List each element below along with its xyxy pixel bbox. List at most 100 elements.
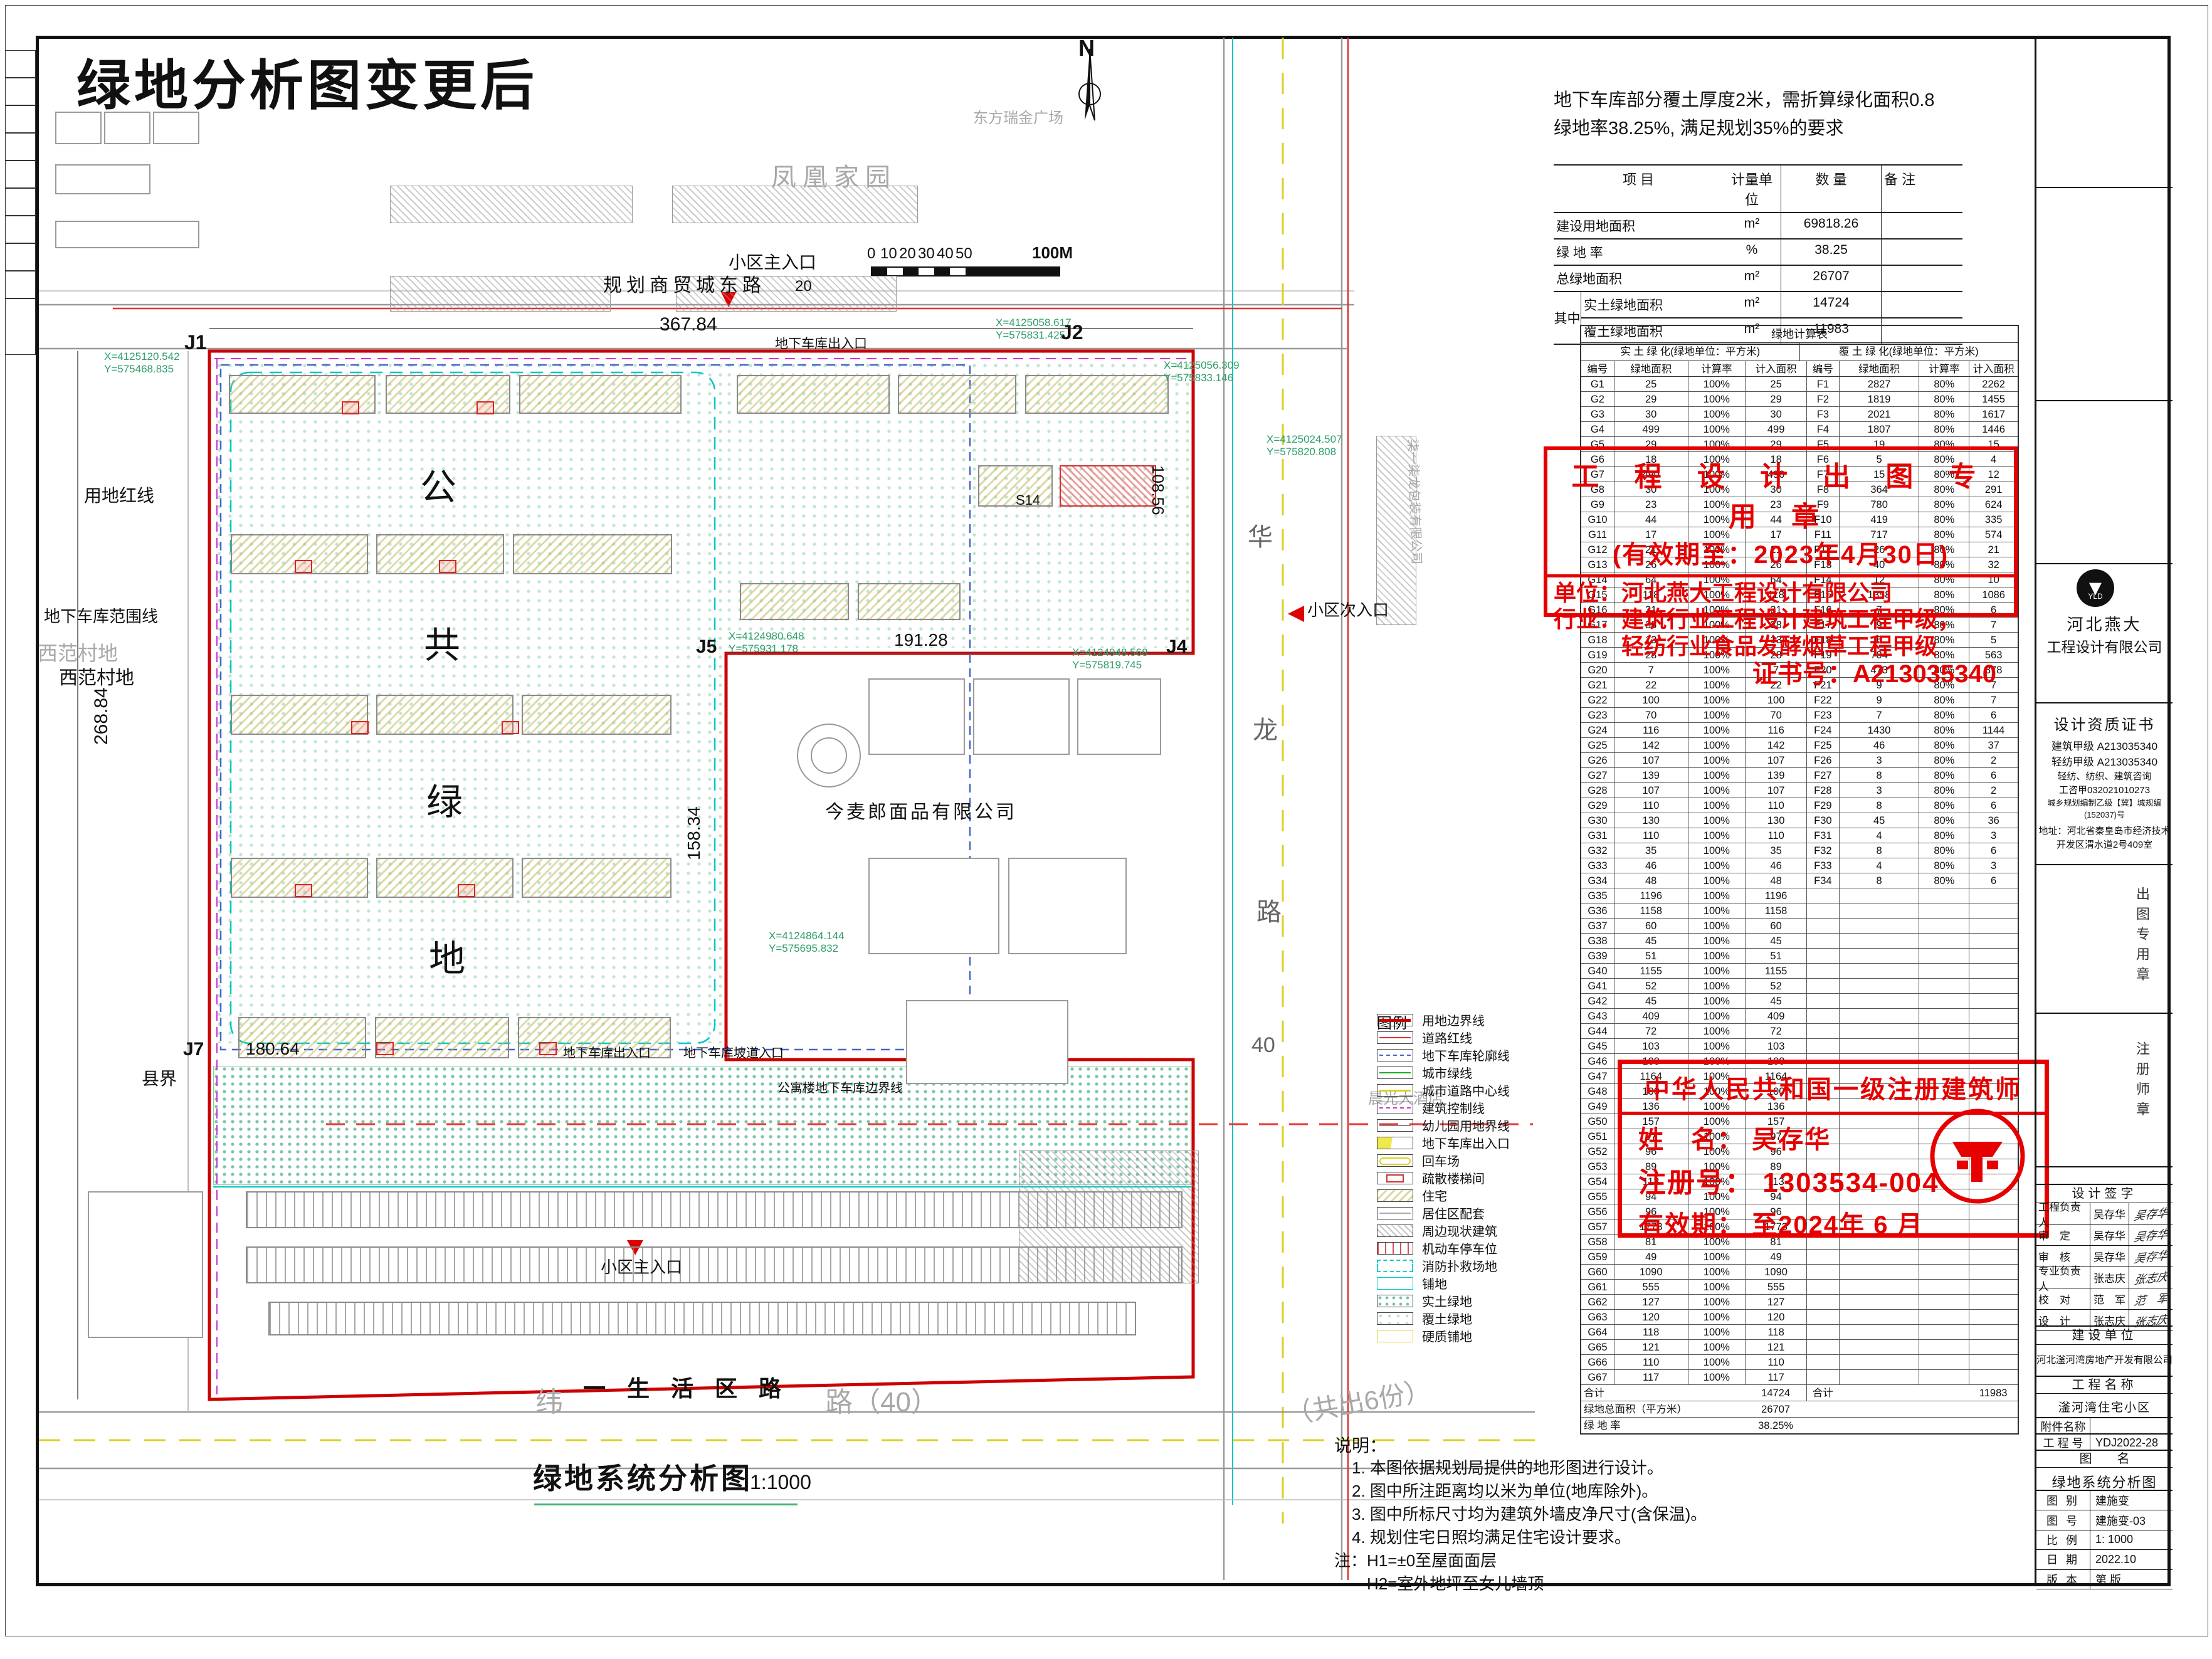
gct-cell: 1144 xyxy=(1969,723,2018,737)
architect-seal-cell-label: 注册师章 xyxy=(2134,1041,2150,1122)
legend-label: 地下车库出入口 xyxy=(1422,1137,1510,1151)
gct-cell: 100% xyxy=(1687,1054,1746,1068)
top-note-line1: 地下车库部分覆土厚度2米，需折算绿化面积0.8 xyxy=(1554,90,1935,110)
gct-cell: 29 xyxy=(1745,392,1806,406)
gct-cell: F30 xyxy=(1806,813,1839,828)
gct-cell: 81 xyxy=(1613,1235,1688,1249)
gct-cell xyxy=(1838,1099,1919,1114)
gct-cell: 13 xyxy=(1613,633,1688,647)
qt-col: 项 目 xyxy=(1622,172,1655,187)
gct-cell xyxy=(1919,1009,1969,1023)
parking-row xyxy=(246,1246,1182,1283)
gct-cell: G39 xyxy=(1588,951,1608,962)
quantity-row: 绿 地 率%38.25 xyxy=(1554,240,1962,266)
gct-cell: 100% xyxy=(1687,738,1746,752)
map-label: Y=575468.835 xyxy=(104,363,174,375)
map-label: 华 xyxy=(1248,524,1273,551)
gct-cell xyxy=(1838,1204,1919,1219)
gct-cell: 28 xyxy=(1613,648,1688,662)
binding-box xyxy=(5,216,36,243)
gct-cell xyxy=(1838,1024,1919,1038)
gct-cell: 6 xyxy=(1969,603,2018,617)
gct-cell xyxy=(1919,949,1969,963)
gct-cell: G49 xyxy=(1588,1101,1608,1112)
legend-item: 地下车库出入口 xyxy=(1377,1134,1510,1152)
gct-cell: 26 xyxy=(1745,557,1806,572)
gct-cell: 121 xyxy=(1745,1340,1806,1354)
gct-cell: G47 xyxy=(1588,1071,1608,1082)
map-label: 小区主入口 xyxy=(729,253,817,272)
map-label: 10 xyxy=(880,245,897,262)
legend-item: 机动车停车位 xyxy=(1377,1239,1497,1257)
sw-resi-icon xyxy=(1377,1189,1413,1202)
gct-cell: 100% xyxy=(1687,768,1746,782)
gct-cell: 89 xyxy=(1613,1159,1688,1174)
gct-cell: F17 xyxy=(1806,618,1839,632)
gct-cell: 555 xyxy=(1745,1280,1806,1294)
gct-cell: F31 xyxy=(1806,828,1839,843)
map-label: 小区主入口 xyxy=(601,1258,683,1277)
figname-value: 绿地系统分析图 xyxy=(2051,1475,2157,1490)
gct-cell: 64 xyxy=(1745,572,1806,587)
existing-building xyxy=(153,112,199,144)
gct-cell: 100% xyxy=(1687,1280,1746,1294)
north-arrow-icon xyxy=(1078,48,1101,121)
gct-cell: 80% xyxy=(1919,753,1969,767)
legend-label: 用地边界线 xyxy=(1422,1014,1485,1028)
note-sub-label: 注：H1=±0至屋面面层 xyxy=(1334,1551,1497,1570)
gct-cell: 1164 xyxy=(1613,1069,1688,1083)
gct-cell: 21 xyxy=(1969,542,2018,557)
gct-cell: F4 xyxy=(1806,422,1839,436)
gct-cell: 12 xyxy=(1838,572,1919,587)
gct-cell: 6 xyxy=(1969,843,2018,858)
gct-cell: 89 xyxy=(1745,1159,1806,1174)
map-label: 1:1000 xyxy=(750,1471,811,1493)
gct-cell: G20 xyxy=(1588,665,1608,676)
gct-cell: 100% xyxy=(1687,1144,1746,1159)
gct-cell: G46 xyxy=(1588,1056,1608,1067)
gct-cell: 780 xyxy=(1838,497,1919,512)
gct-cell: 32 xyxy=(1969,557,2018,572)
gct-cell: 121 xyxy=(1613,1340,1688,1354)
map-label: 地下车库范围线 xyxy=(44,607,159,626)
sw-green1-icon xyxy=(1377,1294,1413,1307)
gct-cell: 100% xyxy=(1687,1069,1746,1083)
gct-cell: 80% xyxy=(1919,572,1969,587)
gct-cell: 117 xyxy=(1613,1370,1688,1384)
residential-building xyxy=(858,583,961,620)
gct-cell: 100% xyxy=(1687,888,1746,903)
gct-cell: 7 xyxy=(1969,693,2018,707)
gct-cell: G22 xyxy=(1588,695,1608,706)
gct-cell: 1455 xyxy=(1969,392,2018,406)
gct-cell: G6 xyxy=(1590,454,1604,465)
gct-cell xyxy=(1806,1310,1839,1324)
gct-cell: G40 xyxy=(1588,966,1608,977)
legend-label: 铺地 xyxy=(1422,1278,1447,1292)
gct-cell xyxy=(1806,1099,1839,1114)
gct-cell: 100% xyxy=(1687,587,1746,602)
gct-cell: 72 xyxy=(1745,1024,1806,1038)
gct-cell: 1086 xyxy=(1969,587,2018,602)
quantity-table-header: 项 目计量单位数 量备 注 xyxy=(1554,164,1962,213)
qt-rem xyxy=(1881,292,1962,317)
gct-cell: 100% xyxy=(1687,1295,1746,1309)
stair-marker xyxy=(351,721,369,734)
gct-cell: 116 xyxy=(1745,723,1806,737)
gct-cell: G30 xyxy=(1588,815,1608,826)
gct-cell: 10 xyxy=(1969,572,2018,587)
gct-cell xyxy=(1969,1280,2018,1294)
gct-cell: G1 xyxy=(1590,379,1604,390)
gct-title: 绿地计算表 xyxy=(1581,326,2018,343)
gct-cell xyxy=(1838,1295,1919,1309)
gct-cell: 100% xyxy=(1687,1084,1746,1098)
